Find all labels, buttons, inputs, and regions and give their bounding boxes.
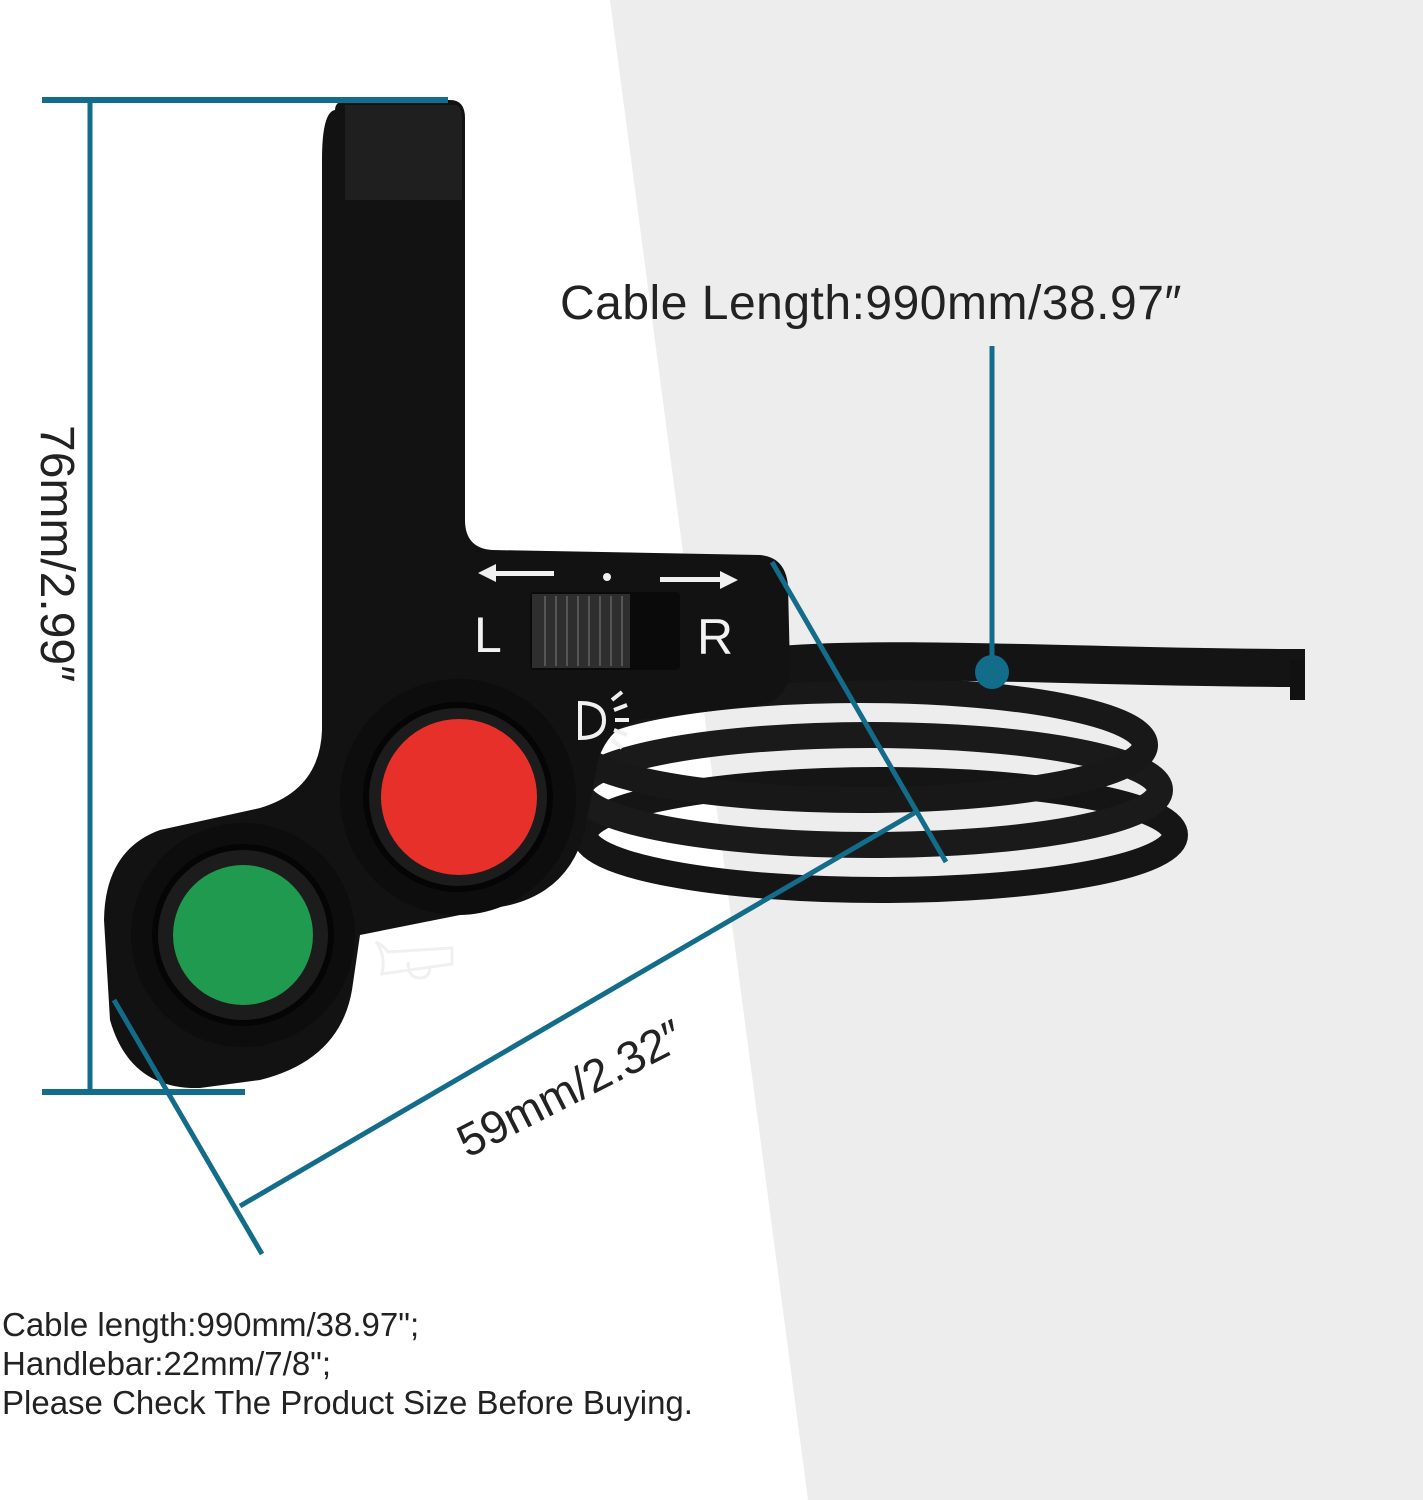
cable-length-callout: Cable Length:990mm/38.97″ xyxy=(560,277,1182,330)
dimension-lines xyxy=(42,97,995,1256)
note-handlebar: Handlebar:22mm/7/8"; xyxy=(2,1345,332,1382)
note-check-size: Please Check The Product Size Before Buy… xyxy=(2,1384,693,1421)
horn-icon xyxy=(374,940,454,980)
horn-button xyxy=(173,865,313,1005)
headlight-icon xyxy=(578,690,629,750)
headlight-button xyxy=(381,719,537,875)
note-cable-length: Cable length:990mm/38.97"; xyxy=(2,1306,420,1343)
height-dimension-label: 76mm/2.99″ xyxy=(30,425,83,683)
product-notes: Cable length:990mm/38.97"; Handlebar:22m… xyxy=(2,1305,693,1422)
turn-signal-arrows xyxy=(478,564,738,589)
cable-callout-dot xyxy=(975,655,1009,689)
switch-label-left: L xyxy=(474,607,502,663)
switch-label-right: R xyxy=(697,609,734,665)
switch-body xyxy=(104,100,790,1089)
